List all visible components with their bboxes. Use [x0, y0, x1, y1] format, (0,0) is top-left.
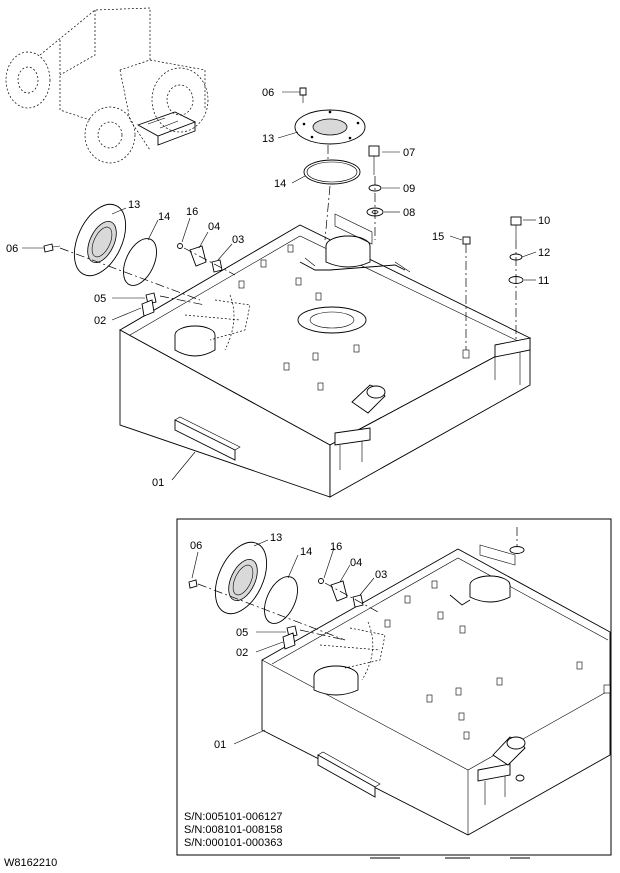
- callout-06-top: 06: [262, 87, 274, 99]
- callout-15: 15: [432, 231, 444, 243]
- leader-lines-top: [22, 91, 537, 481]
- callout-01-inset: 01: [214, 739, 226, 751]
- callout-13-top: 13: [262, 133, 274, 145]
- callout-14-top: 14: [274, 178, 286, 190]
- callout-04-inset: 04: [350, 557, 362, 569]
- callout-14-inset: 14: [300, 546, 312, 558]
- side-cover-exploded: [43, 203, 236, 317]
- diagram-code: W8162210: [4, 857, 57, 869]
- callout-10: 10: [538, 215, 550, 227]
- callouts-inset: 06 13 14 16 04 03 05 02 01: [190, 532, 387, 751]
- serial-number-3: S/N:000101-000363: [184, 837, 282, 849]
- callout-01-top: 01: [152, 477, 164, 489]
- callout-14-side: 14: [158, 211, 170, 223]
- callout-16: 16: [186, 206, 198, 218]
- callout-03: 03: [232, 234, 244, 246]
- serial-inset-frame: [176, 518, 612, 856]
- callout-05-inset: 05: [236, 627, 248, 639]
- callout-13-side: 13: [128, 199, 140, 211]
- serial-number-list: S/N:005101-006127 S/N:008101-008158 S/N:…: [184, 811, 282, 849]
- callout-05: 05: [94, 293, 106, 305]
- callout-06-inset: 06: [190, 540, 202, 552]
- side-cover-exploded-inset: [188, 541, 379, 650]
- top-cover-exploded: [294, 87, 384, 245]
- right-fasteners: [462, 216, 524, 350]
- hydraulic-tank-main: [119, 224, 531, 498]
- callout-02: 02: [94, 315, 106, 327]
- leader-lines-inset: [191, 539, 375, 745]
- callout-13-inset: 13: [270, 532, 282, 544]
- callout-11: 11: [538, 275, 549, 287]
- callout-16-inset: 16: [330, 541, 342, 553]
- callouts-top: 06 13 14 07 09 08 06 13 14 16 04 03 05 0…: [6, 87, 550, 489]
- callout-04: 04: [208, 221, 220, 233]
- callout-09: 09: [403, 183, 415, 195]
- callout-06-side: 06: [6, 243, 18, 255]
- callout-08: 08: [403, 207, 415, 219]
- callout-02-inset: 02: [236, 647, 248, 659]
- hydraulic-tank-inset: [261, 527, 611, 836]
- callout-07: 07: [403, 147, 415, 159]
- callout-12: 12: [538, 247, 550, 259]
- serial-number-2: S/N:008101-008158: [184, 824, 282, 836]
- callout-03-inset: 03: [375, 569, 387, 581]
- machine-locator-sketch: [5, 7, 209, 164]
- serial-number-1: S/N:005101-006127: [184, 811, 282, 823]
